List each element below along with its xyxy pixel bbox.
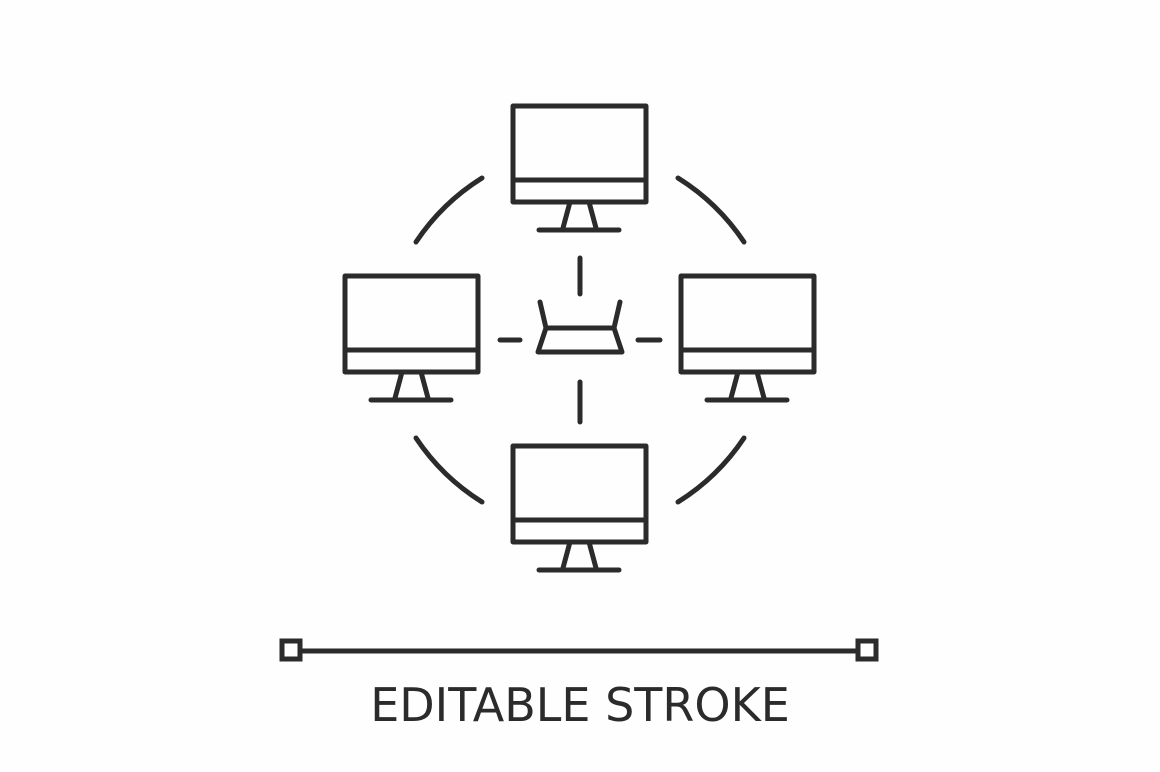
desktop-monitor-icon-right <box>678 273 817 403</box>
desktop-monitor-icon-left <box>342 273 481 403</box>
network-hub-icon <box>535 299 625 355</box>
ring-arc-bottom-right <box>675 435 747 505</box>
ring-arc-top-left <box>413 175 485 245</box>
stroke-indicator <box>279 638 879 662</box>
desktop-monitor-icon-bottom <box>510 443 649 573</box>
hub-connectors <box>497 255 663 425</box>
ring-arcs <box>413 175 747 505</box>
caption-text: EDITABLE STROKE <box>370 678 790 732</box>
stroke-handle-icon-right <box>855 638 879 662</box>
desktop-monitor-icon-top <box>510 103 649 233</box>
ring-arc-bottom-left <box>413 435 485 505</box>
stroke-handle-icon-left <box>279 638 303 662</box>
ring-arc-top-right <box>675 175 747 245</box>
